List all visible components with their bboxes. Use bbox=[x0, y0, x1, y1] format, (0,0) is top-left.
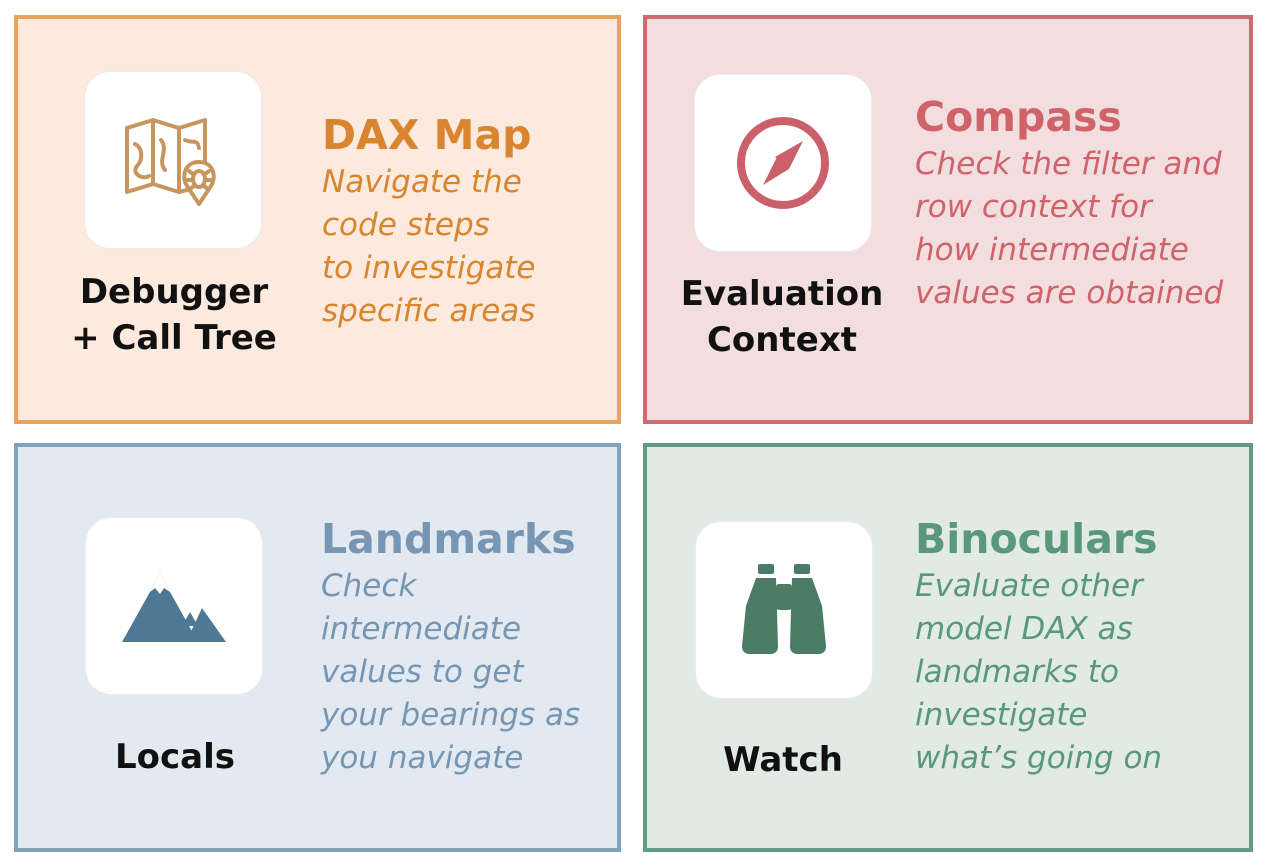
metaphor-description: Check the filter and row context for how… bbox=[915, 143, 1223, 315]
description-line: what’s going on bbox=[915, 740, 1163, 776]
description-line: specific areas bbox=[322, 293, 536, 329]
metaphor-description: Check intermediate values to get your be… bbox=[321, 565, 580, 780]
description-line: Check the filter and bbox=[915, 146, 1222, 182]
description-line: values are obtained bbox=[915, 275, 1224, 311]
tool-label: Debugger + Call Tree bbox=[38, 269, 310, 361]
metaphor-title: Landmarks bbox=[321, 515, 576, 563]
icon-tile bbox=[694, 74, 872, 252]
icon-tile bbox=[695, 521, 873, 699]
icon-tile bbox=[85, 517, 263, 695]
mountain-icon bbox=[122, 574, 226, 642]
description-line: landmarks to bbox=[915, 654, 1119, 690]
description-line: model DAX as bbox=[915, 611, 1133, 647]
tool-label-line: Debugger bbox=[79, 272, 269, 312]
metaphor-title: Binoculars bbox=[915, 515, 1158, 563]
tool-label: Locals bbox=[38, 734, 312, 780]
tool-label: Evaluation Context bbox=[657, 271, 907, 363]
binoculars-icon bbox=[742, 564, 826, 654]
tool-label-line: + Call Tree bbox=[71, 318, 277, 358]
tool-label-line: Evaluation bbox=[680, 274, 884, 314]
icon-tile bbox=[84, 71, 262, 249]
description-line: how intermediate bbox=[915, 232, 1189, 268]
description-line: Navigate the bbox=[322, 164, 522, 200]
description-line: Check bbox=[321, 568, 417, 604]
tool-label-line: Locals bbox=[114, 737, 235, 777]
tool-label-line: Watch bbox=[723, 740, 843, 780]
metaphor-description: Navigate the code steps to investigate s… bbox=[322, 161, 535, 333]
description-line: code steps bbox=[322, 207, 490, 243]
metaphor-description: Evaluate other model DAX as landmarks to… bbox=[915, 565, 1162, 780]
metaphor-title: Compass bbox=[915, 93, 1122, 141]
description-line: values to get bbox=[321, 654, 524, 690]
panel-binoculars: Watch Binoculars Evaluate other model DA… bbox=[643, 443, 1253, 852]
panel-compass: Evaluation Context Compass Check the fil… bbox=[643, 15, 1253, 424]
panel-dax-map: Debugger + Call Tree DAX Map Navigate th… bbox=[14, 15, 621, 424]
metaphor-title: DAX Map bbox=[322, 111, 532, 159]
tool-label: Watch bbox=[657, 737, 909, 783]
compass-icon bbox=[737, 117, 829, 209]
treasure-map-bug-icon bbox=[125, 118, 216, 206]
description-line: investigate bbox=[915, 697, 1088, 733]
description-line: row context for bbox=[915, 189, 1152, 225]
description-line: you navigate bbox=[321, 740, 524, 776]
description-line: your bearings as bbox=[321, 697, 581, 733]
description-line: intermediate bbox=[321, 611, 522, 647]
panel-landmarks: Locals Landmarks Check intermediate valu… bbox=[14, 443, 621, 852]
description-line: to investigate bbox=[322, 250, 536, 286]
description-line: Evaluate other bbox=[915, 568, 1143, 604]
tool-label-line: Context bbox=[706, 320, 857, 360]
